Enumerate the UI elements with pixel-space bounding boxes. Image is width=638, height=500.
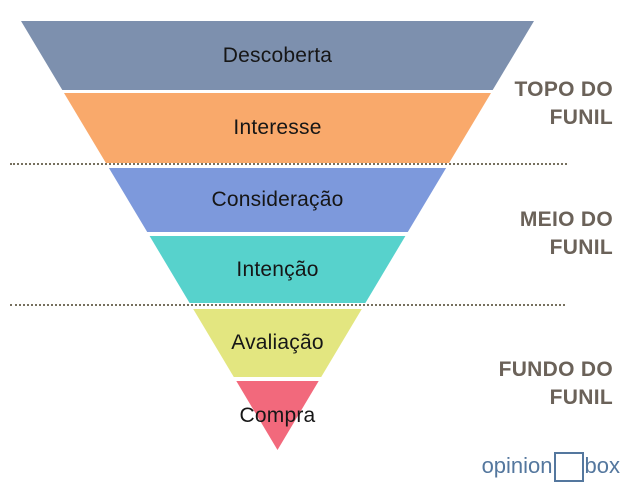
funnel-segment-interesse xyxy=(64,93,491,163)
logo-text-box: box xyxy=(584,453,620,478)
stage-label-line: FUNIL xyxy=(549,236,613,259)
stage-label-fundo-do-funil: FUNDO DO FUNIL xyxy=(499,356,613,412)
funnel-segment-consideracao xyxy=(108,168,447,232)
funnel-segment-descoberta xyxy=(21,21,534,90)
logo-text-opinion: opinion xyxy=(481,453,553,478)
stage-label-line: FUNDO DO xyxy=(498,358,613,381)
stage-label-line: TOPO DO xyxy=(514,78,613,101)
opinionbox-logo: opinion box xyxy=(482,452,620,482)
stage-label-topo-do-funil: TOPO DO FUNIL xyxy=(514,76,613,132)
stage-label-line: FUNIL xyxy=(549,106,613,129)
funnel-segment-avaliacao xyxy=(193,309,362,377)
funnel-segment-compra xyxy=(236,381,319,450)
divider-line-meio-fundo xyxy=(10,304,565,306)
divider-line-topo-meio xyxy=(10,163,567,165)
stage-label-line: MEIO DO xyxy=(519,208,613,231)
stage-label-meio-do-funil: MEIO DO FUNIL xyxy=(520,206,613,262)
funnel-segment-intencao xyxy=(149,236,406,303)
logo-square-icon xyxy=(553,452,584,482)
funnel-chart: Descoberta Interesse Consideração Intenç… xyxy=(21,21,534,450)
stage-label-line: FUNIL xyxy=(549,386,613,409)
